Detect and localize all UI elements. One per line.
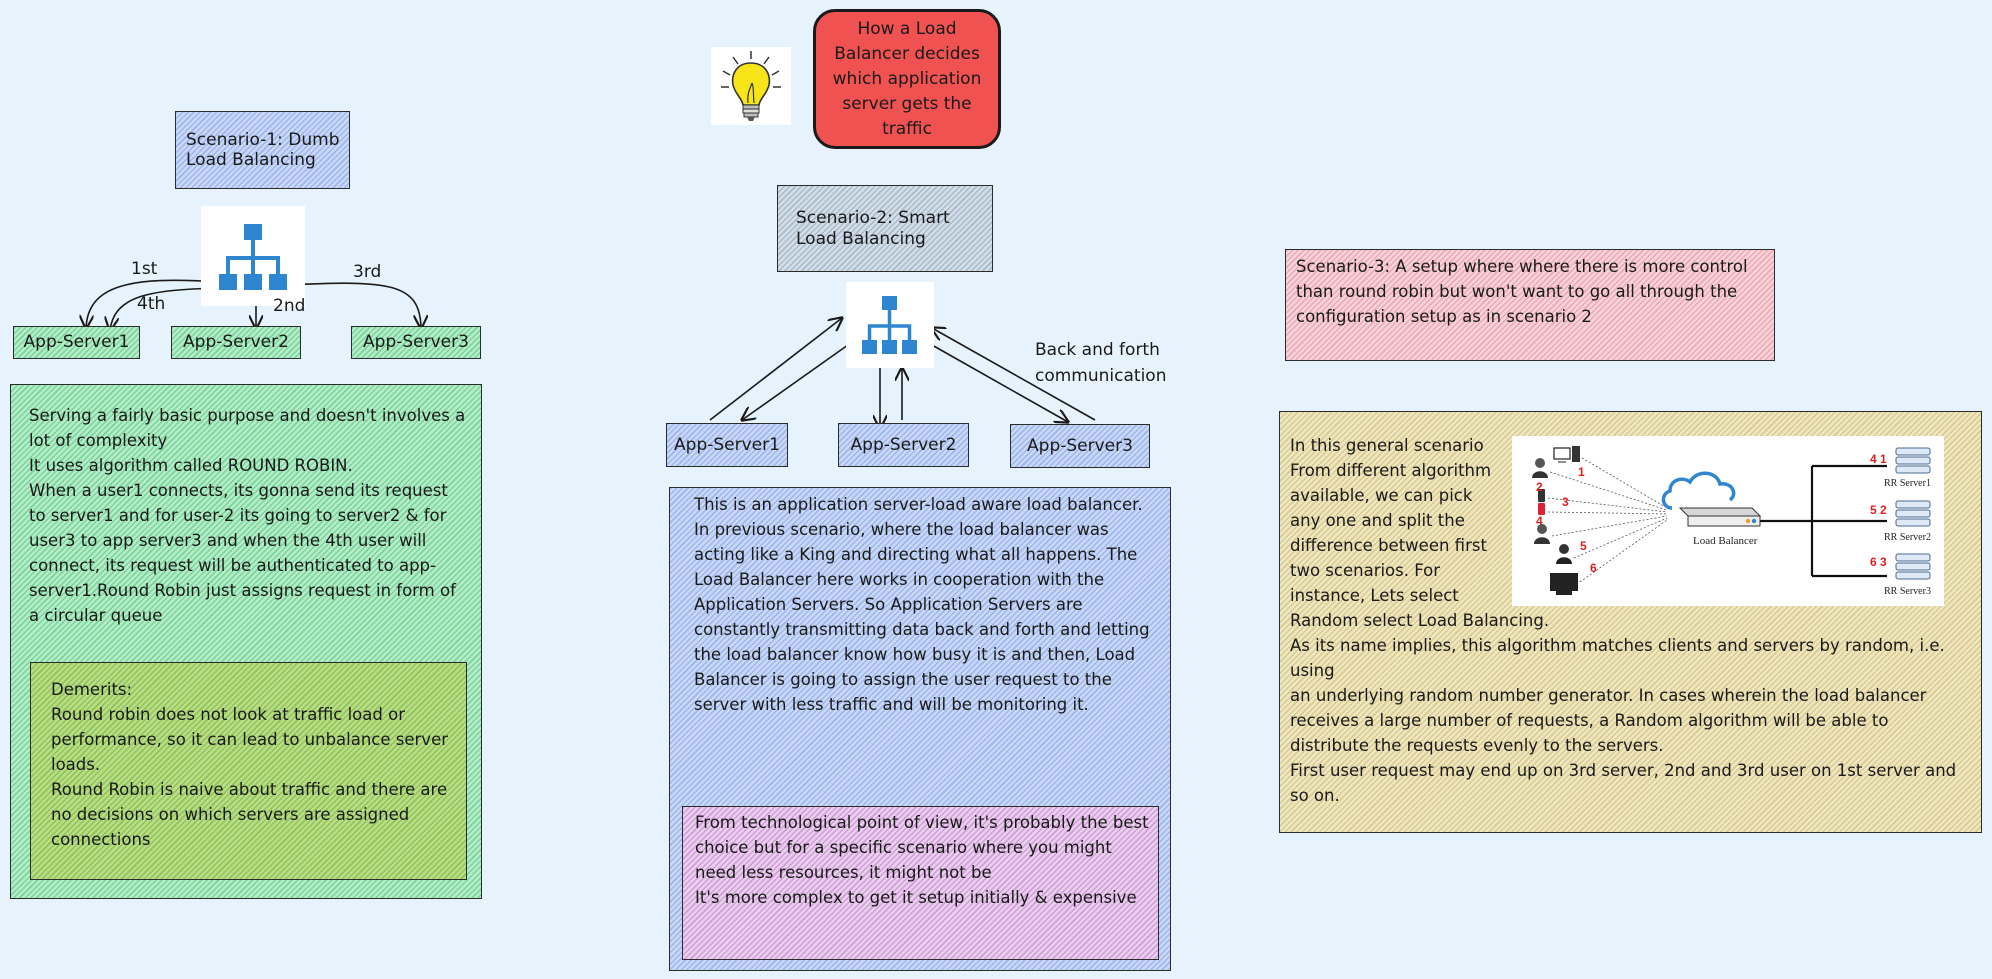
scenario3-heading: Scenario-3: A setup where where there is… xyxy=(1285,249,1775,361)
scenario2-note-panel: From technological point of view, it's p… xyxy=(682,806,1159,960)
server-request-numbers: 6 3 xyxy=(1870,555,1887,569)
lb-label: Load Balancer xyxy=(1693,535,1758,547)
load-balancer-device-icon xyxy=(1678,507,1762,527)
scenario1-demerits-panel: Demerits: Round robin does not look at t… xyxy=(30,662,467,880)
client-desktop-icon xyxy=(1553,446,1580,463)
server-rack-icon xyxy=(1895,447,1931,474)
server-label: RR Server2 xyxy=(1884,532,1931,543)
back-and-forth-annotation: Back and forth communication xyxy=(1035,340,1167,386)
scenario2-description-panel: This is an application server-load aware… xyxy=(669,487,1171,971)
s1-app-server1-label: App-Server1 xyxy=(23,332,130,353)
network-hierarchy-icon xyxy=(846,282,934,368)
s2-app-server3: App-Server3 xyxy=(1010,424,1150,468)
server-request-numbers: 4 1 xyxy=(1870,452,1887,466)
client-number: 5 xyxy=(1580,539,1587,553)
arrow-label-4th: 4th xyxy=(137,294,166,314)
lightbulb-icon xyxy=(711,47,791,125)
page-title: How a Load Balancer decides which applic… xyxy=(813,9,1001,149)
arrow-label-3rd: 3rd xyxy=(353,262,382,282)
s1-app-server2: App-Server2 xyxy=(171,326,301,359)
network-hierarchy-icon xyxy=(201,206,305,306)
client-phone-icon xyxy=(1538,489,1545,502)
client-number: 4 xyxy=(1536,514,1543,528)
scenario3-heading-text: Scenario-3: A setup where where there is… xyxy=(1296,257,1748,326)
s2-app-server2: App-Server2 xyxy=(838,423,969,467)
cloud-icon xyxy=(1661,471,1736,510)
scenario2-description: This is an application server-load aware… xyxy=(694,495,1150,714)
client-phone-icon xyxy=(1538,503,1545,515)
client-user-icon xyxy=(1534,524,1550,544)
client-number: 6 xyxy=(1590,561,1597,575)
s1-app-server1: App-Server1 xyxy=(13,326,140,359)
s1-app-server3-label: App-Server3 xyxy=(363,332,469,353)
arrow-label-1st: 1st xyxy=(131,259,158,279)
scenario3-description-bottom: Random select Load Balancing. As its nam… xyxy=(1290,611,1957,805)
server-rack-icon xyxy=(1895,553,1931,580)
server-label: RR Server1 xyxy=(1884,478,1931,489)
client-number: 1 xyxy=(1578,465,1585,479)
s2-app-server2-label: App-Server2 xyxy=(850,434,957,455)
random-load-balancer-illustration: 1 2 3 4 5 6 Load Balancer xyxy=(1512,436,1944,606)
scenario2-heading: Scenario-2: Smart Load Balancing xyxy=(777,185,993,272)
s2-app-server1: App-Server1 xyxy=(666,423,788,467)
s1-app-server3: App-Server3 xyxy=(351,326,481,359)
arrow-label-2nd: 2nd xyxy=(273,296,306,316)
scenario3-description-top: In this general scenario From different … xyxy=(1290,436,1492,605)
s2-app-server1-label: App-Server1 xyxy=(674,434,780,455)
s1-app-server2-label: App-Server2 xyxy=(183,332,289,353)
client-user-icon xyxy=(1556,544,1572,564)
scenario1-heading-text: Scenario-1: Dumb Load Balancing xyxy=(186,129,340,170)
server-label: RR Server3 xyxy=(1884,586,1931,597)
scenario1-description: Serving a fairly basic purpose and doesn… xyxy=(29,406,466,625)
scenario1-description-panel: Serving a fairly basic purpose and doesn… xyxy=(10,384,482,899)
server-rack-icon xyxy=(1895,500,1931,527)
client-number: 2 xyxy=(1536,480,1543,494)
scenario1-demerits: Demerits: Round robin does not look at t… xyxy=(51,680,449,849)
scenario2-note: From technological point of view, it's p… xyxy=(695,813,1149,907)
client-user-icon xyxy=(1532,458,1548,478)
client-desktop-icon xyxy=(1550,573,1578,595)
server-request-numbers: 5 2 xyxy=(1870,503,1887,517)
scenario2-heading-text: Scenario-2: Smart Load Balancing xyxy=(796,208,950,249)
client-number: 3 xyxy=(1562,495,1569,509)
scenario1-heading: Scenario-1: Dumb Load Balancing xyxy=(175,111,350,189)
s2-app-server3-label: App-Server3 xyxy=(1027,435,1133,456)
